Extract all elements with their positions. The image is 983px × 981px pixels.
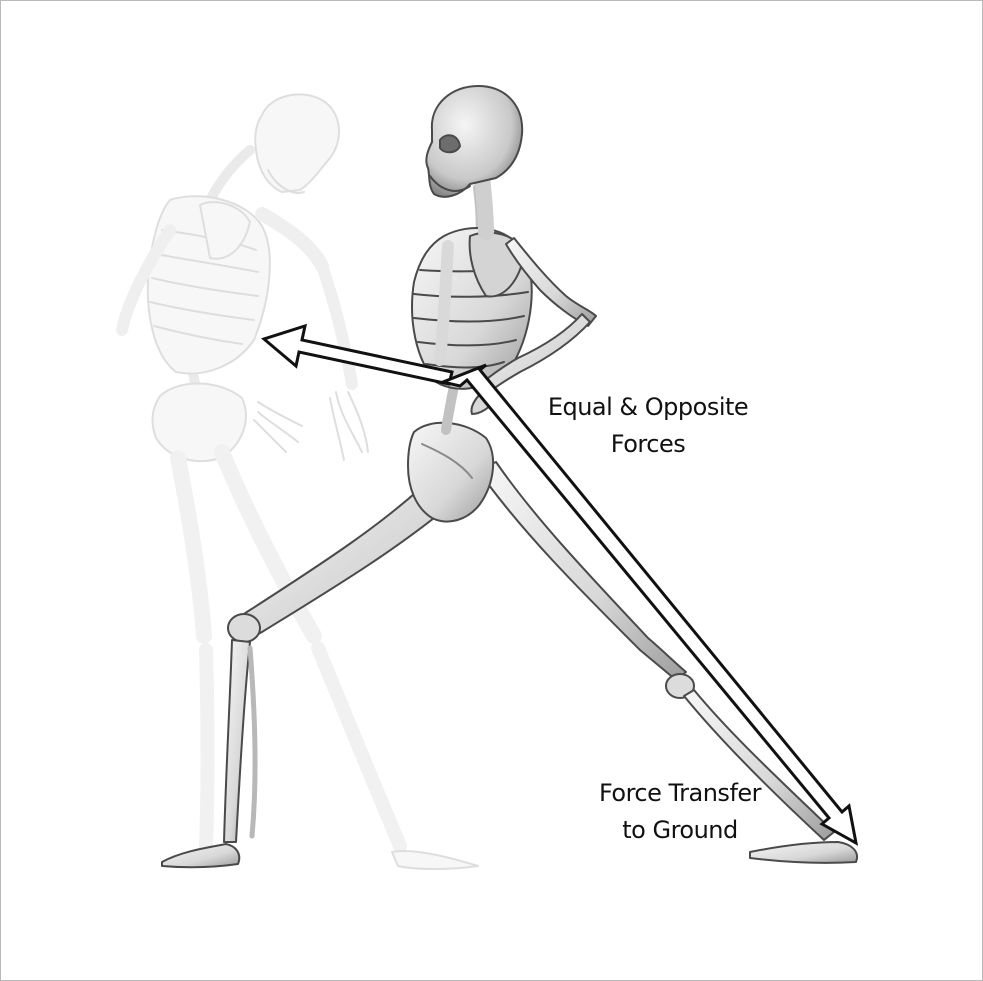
- force-transfer-line2: to Ground: [582, 812, 778, 849]
- equal-opposite-line1: Equal & Opposite: [530, 389, 766, 426]
- back-knee: [228, 614, 260, 642]
- ghost-tibia-left: [206, 650, 208, 846]
- ghost-foot-right: [392, 851, 478, 869]
- back-fibula: [250, 648, 255, 836]
- force-transfer-label: Force Transfer to Ground: [582, 775, 778, 849]
- main-skeleton: [162, 86, 857, 867]
- eye-socket: [440, 135, 460, 152]
- ghost-tibia-right: [318, 648, 400, 846]
- pelvis: [408, 423, 493, 522]
- neck: [482, 176, 486, 232]
- back-tibia: [224, 640, 250, 842]
- ghost-arm-upper: [262, 214, 322, 266]
- ghost-arm-lower: [322, 266, 352, 384]
- ghost-skull: [255, 94, 339, 192]
- ghost-femur-left: [178, 458, 204, 636]
- near-arm: [440, 246, 448, 360]
- force-transfer-line1: Force Transfer: [582, 775, 778, 812]
- equal-opposite-line2: Forces: [530, 426, 766, 463]
- ghost-pelvis: [153, 383, 246, 461]
- equal-opposite-forces-label: Equal & Opposite Forces: [530, 389, 766, 463]
